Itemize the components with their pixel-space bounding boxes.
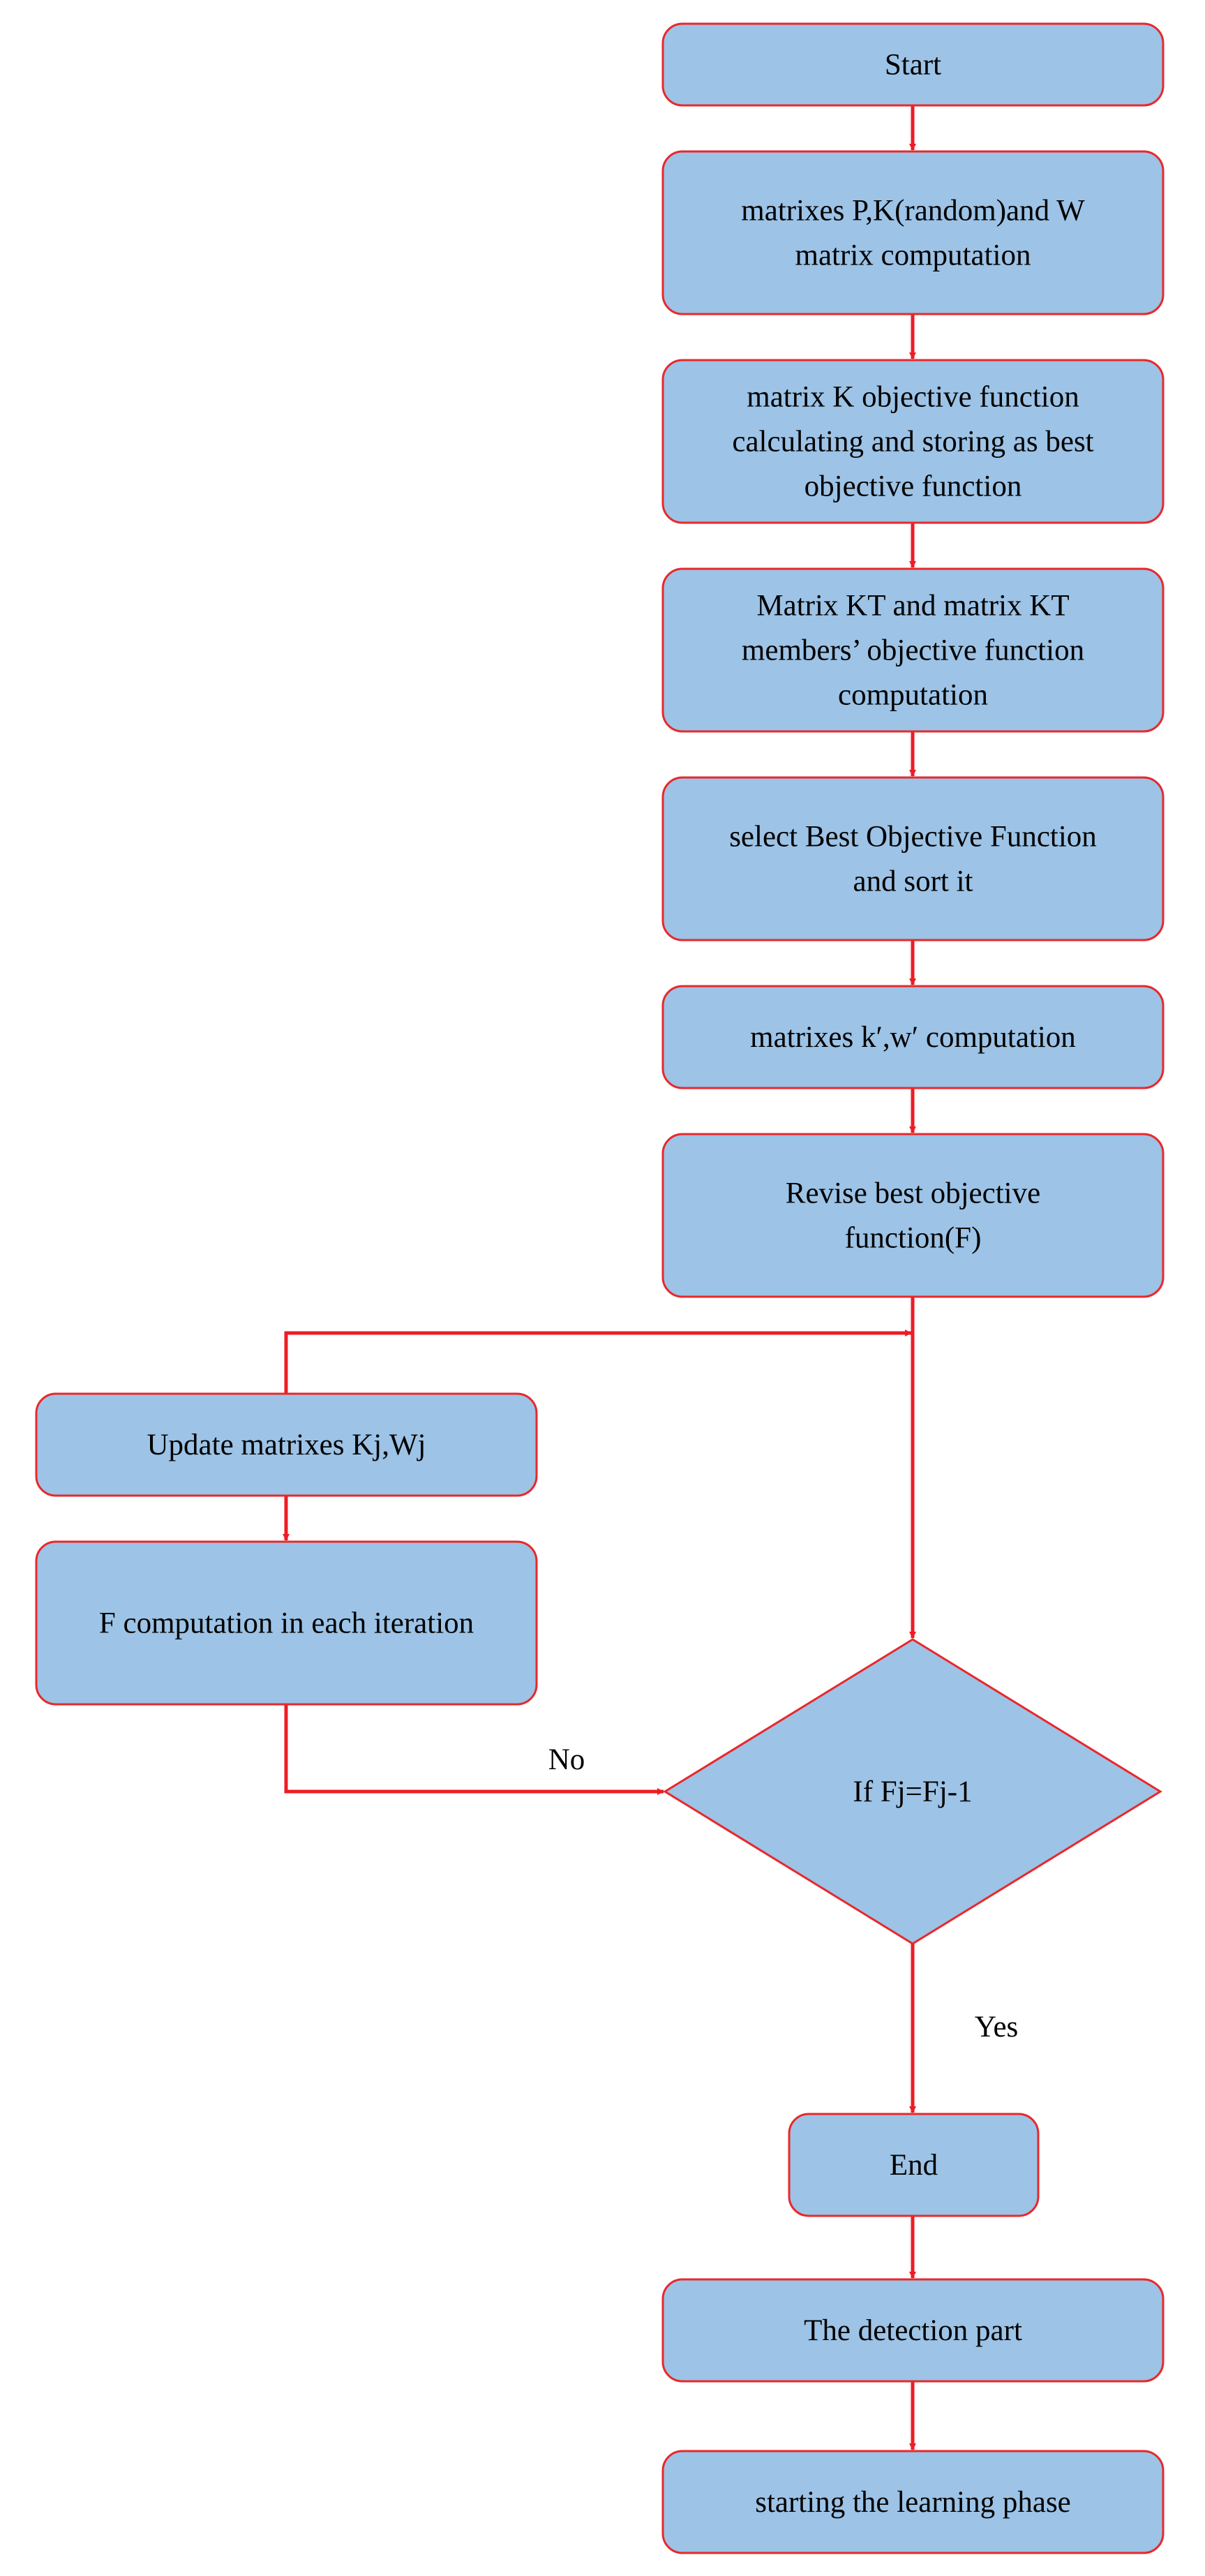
learning-phase-node-text: starting the learning phase: [755, 2486, 1071, 2519]
node-text-line: objective function: [804, 470, 1022, 503]
node-text-line: Start: [885, 49, 941, 82]
kw-prime-node-text: matrixes k′,w′ computation: [750, 1021, 1076, 1054]
init-matrices-node: matrixes P,K(random)and W matrix computat…: [661, 150, 1165, 315]
node-text-line: Revise best objective: [786, 1177, 1040, 1210]
node-text-line: calculating and storing as best: [732, 426, 1093, 459]
f-computation-node: F computation in each iteration: [35, 1540, 538, 1706]
arrow-f-computation-to-decision-no: [284, 1704, 664, 1795]
nodes: Start matrixes P,K(random)and W matrix co…: [35, 22, 1165, 2554]
init-matrices-node-text: matrixes P,K(random)and W matrix computat…: [741, 195, 1085, 272]
objective-k-node: matrix K objective function calculating a…: [661, 359, 1165, 524]
select-best-node-text: select Best Objective Function and sort i…: [729, 821, 1097, 898]
matrix-kt-node: Matrix KT and matrix KT members’ objectiv…: [661, 567, 1165, 733]
decision-node: If Fj=Fj-1: [663, 1638, 1162, 1945]
node-text-line: If Fj=Fj-1: [853, 1775, 972, 1808]
end-node-text: End: [890, 2149, 938, 2182]
revise-objective-node: Revise best objective function(F): [661, 1133, 1165, 1298]
kw-prime-node: matrixes k′,w′ computation: [661, 985, 1165, 1089]
f-computation-node-text: F computation in each iteration: [99, 1607, 474, 1640]
end-node: End: [788, 2113, 1040, 2217]
select-best-node: select Best Objective Function and sort i…: [661, 776, 1165, 941]
node-text-line: End: [890, 2149, 938, 2182]
no-label: No: [548, 1743, 585, 1776]
update-matrices-node-text: Update matrixes Kj,Wj: [147, 1429, 426, 1461]
node-text-line: computation: [838, 679, 988, 712]
decision-node-text: If Fj=Fj-1: [853, 1775, 972, 1808]
node-text-line: F computation in each iteration: [99, 1607, 474, 1640]
node-text-line: and sort it: [853, 865, 973, 898]
matrix-kt-node-text: Matrix KT and matrix KT members’ objectiv…: [742, 590, 1084, 712]
node-text-line: matrixes k′,w′ computation: [750, 1021, 1076, 1054]
node-text-line: matrix computation: [795, 239, 1031, 272]
node-text-line: Matrix KT and matrix KT: [756, 590, 1069, 623]
yes-label: Yes: [975, 2011, 1019, 2043]
revise-objective-node-text: Revise best objective function(F): [786, 1177, 1040, 1255]
start-node-text: Start: [885, 49, 941, 82]
node-text-line: matrixes P,K(random)and W: [741, 195, 1085, 228]
node-text-line: function(F): [845, 1222, 982, 1255]
detection-node: The detection part: [661, 2278, 1165, 2383]
node-text-line: matrix K objective function: [747, 381, 1079, 414]
node-text-line: members’ objective function: [742, 634, 1084, 667]
node-text-line: Update matrixes Kj,Wj: [147, 1429, 426, 1461]
detection-node-text: The detection part: [804, 2314, 1022, 2347]
connectors: [283, 105, 916, 2450]
node-text-line: starting the learning phase: [755, 2486, 1071, 2519]
arrow-loop-to-update: [284, 1330, 912, 1394]
node-text-line: select Best Objective Function: [729, 821, 1097, 854]
objective-k-node-text: matrix K objective function calculating a…: [732, 381, 1093, 503]
update-matrices-node: Update matrixes Kj,Wj: [35, 1392, 538, 1497]
start-node: Start: [661, 22, 1165, 107]
learning-phase-node: starting the learning phase: [661, 2450, 1165, 2554]
node-text-line: The detection part: [804, 2314, 1022, 2347]
